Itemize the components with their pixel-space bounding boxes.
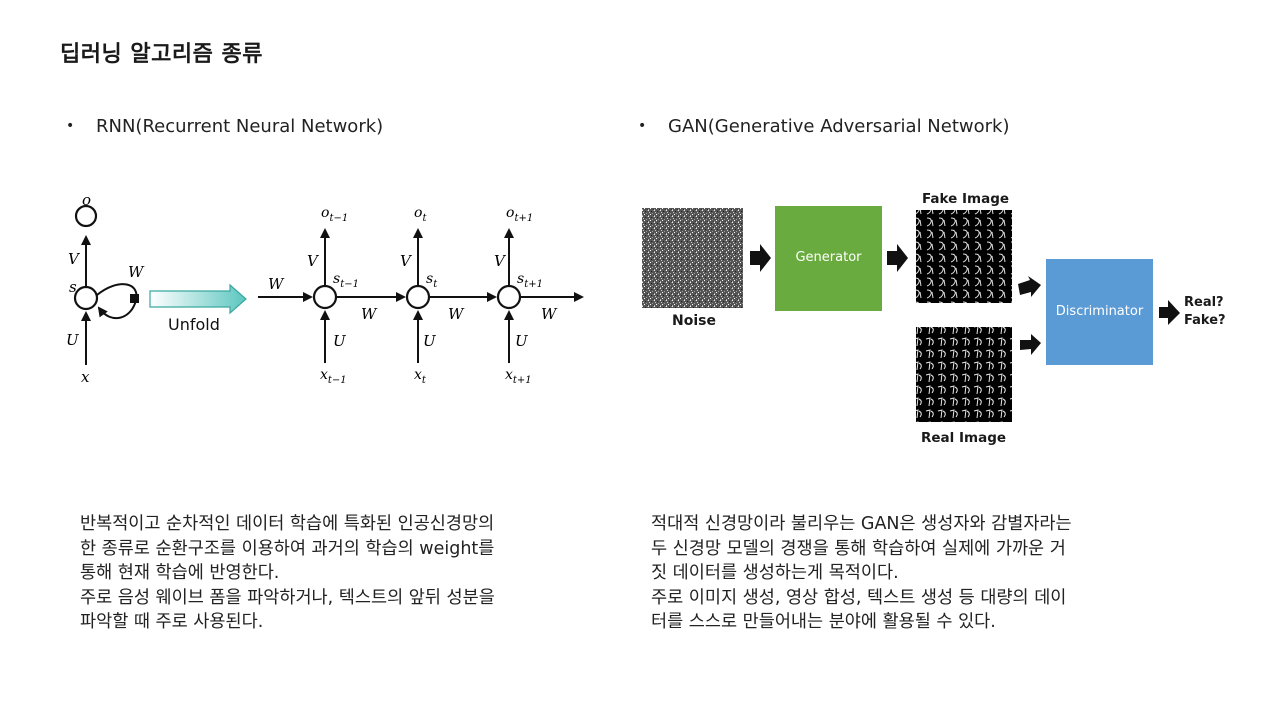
svg-text:st: st xyxy=(426,271,438,290)
rnn-desc-line: 통해 현재 학습에 반영한다. xyxy=(80,563,280,583)
rnn-desc-line: 한 종류로 순환구조를 이용하여 과거의 학습의 weight를 xyxy=(80,538,495,559)
gan-desc-line: 두 신경망 모델의 경쟁을 통해 학습하여 실제에 가까운 거 xyxy=(651,538,1066,559)
svg-text:W: W xyxy=(268,275,285,293)
rnn-description: 반복적이고 순차적인 데이터 학습에 특화된 인공신경망의 한 종류로 순환구조… xyxy=(80,512,600,635)
page-title: 딥러닝 알고리즘 종류 xyxy=(60,42,263,67)
rnn-desc-line: 반복적이고 순차적인 데이터 학습에 특화된 인공신경망의 xyxy=(80,514,495,534)
discriminator-label: Discriminator xyxy=(1055,304,1144,319)
rnn-unfolded: W ot−1 V st−1 U xt−1 W ot V st U xt W ot… xyxy=(258,205,584,386)
svg-text:U: U xyxy=(333,332,347,350)
generator-label: Generator xyxy=(795,250,862,265)
gan-desc-line: 터를 스스로 만들어내는 분야에 활용될 수 있다. xyxy=(651,612,996,632)
svg-text:x: x xyxy=(81,368,90,386)
rnn-heading: • RNN(Recurrent Neural Network) xyxy=(66,116,383,137)
rnn-node-o xyxy=(74,204,98,228)
fake-image-label: Fake Image xyxy=(922,191,1010,207)
svg-text:V: V xyxy=(68,250,81,268)
gan-heading-text: GAN(Generative Adversarial Network) xyxy=(668,116,1010,137)
discriminator-box xyxy=(1046,259,1153,365)
svg-text:ot: ot xyxy=(414,205,427,224)
svg-text:xt−1: xt−1 xyxy=(320,367,347,386)
bullet-dot: • xyxy=(638,118,647,134)
gan-desc-line: 적대적 신경망이라 불리우는 GAN은 생성자와 감별자라는 xyxy=(651,514,1072,534)
gan-description: 적대적 신경망이라 불리우는 GAN은 생성자와 감별자라는 두 신경망 모델의… xyxy=(651,512,1171,635)
noise-label: Noise xyxy=(672,313,716,329)
rnn-heading-text: RNN(Recurrent Neural Network) xyxy=(96,116,384,137)
svg-text:V: V xyxy=(307,252,320,270)
svg-text:W: W xyxy=(541,305,558,323)
svg-text:U: U xyxy=(66,331,80,349)
rnn-desc-line: 파악할 때 주로 사용된다. xyxy=(80,612,264,632)
bullet-dot: • xyxy=(66,118,75,134)
rnn-desc-line: 주로 음성 웨이브 폼을 파악하거나, 텍스트의 앞뒤 성분을 xyxy=(80,587,495,608)
svg-text:o: o xyxy=(82,191,91,209)
real-image-label: Real Image xyxy=(921,430,1007,446)
unfold-arrow xyxy=(149,283,247,315)
svg-text:W: W xyxy=(361,305,378,323)
rnn-node-s xyxy=(73,285,99,311)
gan-diagram xyxy=(642,206,1180,422)
real-image-grid xyxy=(916,327,1012,422)
delay-square xyxy=(130,294,139,303)
svg-text:V: V xyxy=(494,252,507,270)
unfold-label: Unfold xyxy=(168,315,220,334)
svg-text:ot−1: ot−1 xyxy=(321,205,348,224)
svg-text:W: W xyxy=(128,263,145,281)
svg-text:ot+1: ot+1 xyxy=(506,205,533,224)
svg-text:V: V xyxy=(400,252,413,270)
svg-text:st+1: st+1 xyxy=(517,271,543,290)
noise-image xyxy=(642,208,743,308)
svg-text:U: U xyxy=(515,332,529,350)
svg-text:s: s xyxy=(69,278,77,296)
svg-text:U: U xyxy=(423,332,437,350)
output-fake-label: Fake? xyxy=(1184,313,1226,328)
output-real-label: Real? xyxy=(1184,295,1224,310)
gan-desc-line: 짓 데이터를 생성하는게 목적이다. xyxy=(651,563,899,583)
svg-text:xt: xt xyxy=(414,367,427,386)
fake-image-grid xyxy=(916,210,1012,303)
svg-text:xt+1: xt+1 xyxy=(505,367,532,386)
svg-text:W: W xyxy=(448,305,465,323)
gan-heading: • GAN(Generative Adversarial Network) xyxy=(638,116,1009,137)
generator-box xyxy=(775,206,882,311)
svg-text:st−1: st−1 xyxy=(333,271,359,290)
rnn-folded: o V s W U x xyxy=(66,191,145,386)
gan-desc-line: 주로 이미지 생성, 영상 합성, 텍스트 생성 등 대량의 데이 xyxy=(651,587,1067,608)
